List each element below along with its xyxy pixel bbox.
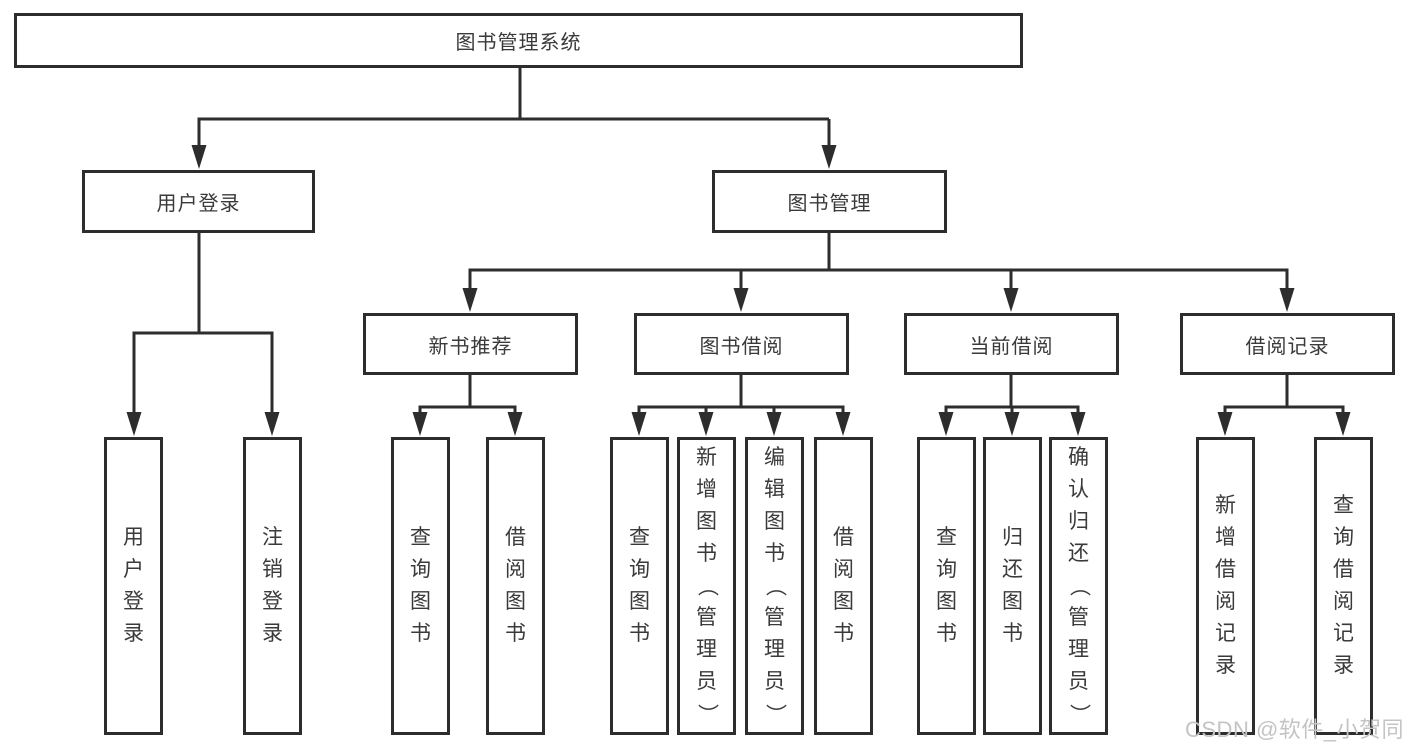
connector-book-mgmt-children xyxy=(468,233,1289,295)
leaf-borrowing-query-books: 查询图书 xyxy=(610,437,669,735)
leaf-current-confirm-return-admin: 确认归还（管理员） xyxy=(1049,437,1108,735)
node-current-borrowing: 当前借阅 xyxy=(904,313,1119,375)
connector-root-to-level2 xyxy=(197,68,831,152)
leaf-borrowing-add-books-admin: 新增图书（管理员） xyxy=(677,437,736,735)
leaf-records-add-record: 新增借阅记录 xyxy=(1196,437,1255,735)
leaf-current-return-books: 归还图书 xyxy=(983,437,1042,735)
leaf-current-query-books: 查询图书 xyxy=(917,437,976,735)
node-new-book-recommend: 新书推荐 xyxy=(363,313,578,375)
node-book-borrowing: 图书借阅 xyxy=(634,313,849,375)
leaf-logout: 注销登录 xyxy=(243,437,302,735)
csdn-watermark: CSDN @软件_小贺同学 xyxy=(1185,717,1405,742)
leaf-newrec-query-books: 查询图书 xyxy=(391,437,450,735)
leaf-borrowing-borrow-books: 借阅图书 xyxy=(814,437,873,735)
connector-records-children xyxy=(1223,375,1345,420)
leaf-newrec-borrow-books: 借阅图书 xyxy=(486,437,545,735)
connector-borrowing-children xyxy=(637,375,845,420)
node-user-login: 用户登录 xyxy=(82,170,315,233)
leaf-records-query-record: 查询借阅记录 xyxy=(1314,437,1373,735)
leaf-user-login: 用户登录 xyxy=(104,437,163,735)
node-library-system: 图书管理系统 xyxy=(14,13,1023,68)
connector-new-rec-children xyxy=(418,375,517,420)
node-borrowing-records: 借阅记录 xyxy=(1180,313,1395,375)
node-book-management: 图书管理 xyxy=(712,170,947,233)
connector-user-login-children xyxy=(132,233,274,418)
leaf-borrowing-edit-books-admin: 编辑图书（管理员） xyxy=(745,437,804,735)
